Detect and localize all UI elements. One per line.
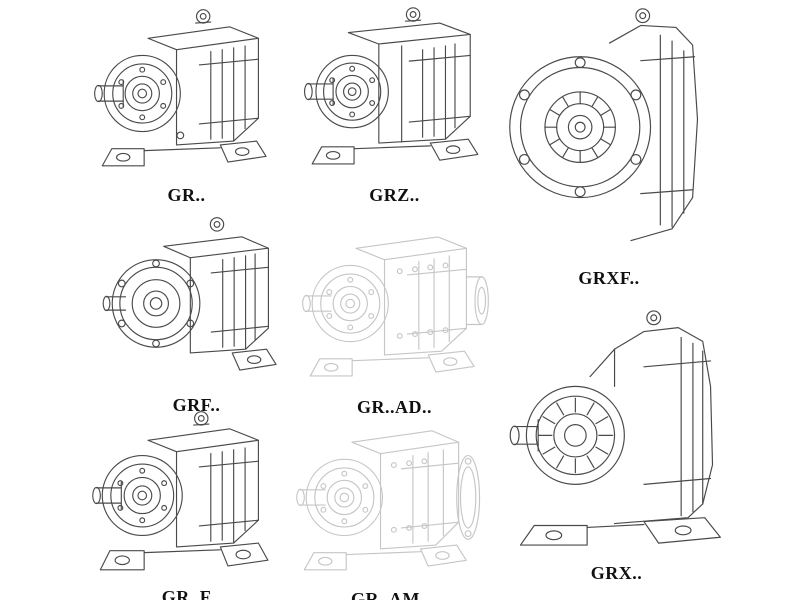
- mounting-feet: [99, 542, 269, 571]
- input-shaft: [91, 481, 122, 510]
- input-shaft: [303, 77, 334, 106]
- mounting-feet: [303, 544, 467, 571]
- foot-mounted-gear-unit-f-drawing: [91, 411, 269, 571]
- cell-gr-am: GR..AM..: [288, 406, 493, 600]
- flange-mounted-gear-unit-drawing: [102, 217, 277, 371]
- mounting-feet: [101, 140, 267, 167]
- gear-body: [588, 327, 713, 525]
- cell-gr-ad: GR..AD..: [292, 214, 497, 418]
- input-shaft: [509, 419, 539, 452]
- bearing-housing: [311, 264, 389, 343]
- label-grz: GRZ..: [369, 185, 420, 205]
- gear-body: [350, 430, 459, 550]
- bearing-housing: [525, 385, 625, 485]
- mounting-feet: [519, 517, 721, 546]
- motor-mounting-flange: [455, 454, 480, 540]
- large-foot-mounted-grx-drawing: [509, 310, 721, 546]
- foot-mounted-gear-unit-drawing: [93, 9, 267, 167]
- foot-mounted-gear-unit-z-drawing: [303, 7, 478, 165]
- label-grf: GRF..: [172, 395, 221, 415]
- cell-grf: GRF..: [94, 212, 299, 416]
- mounting-feet: [231, 348, 277, 371]
- label-gr-ad: GR..AD..: [357, 397, 432, 417]
- input-shaft: [102, 295, 126, 312]
- label-grx: GRX..: [590, 563, 643, 583]
- gear-body: [608, 24, 699, 242]
- flange-mounted-grx-drawing: [509, 8, 699, 242]
- gear-unit-with-motor-flange-drawing: [295, 430, 480, 571]
- gear-unit-with-input-adapter-drawing: [301, 236, 489, 377]
- gear-body: [162, 236, 269, 354]
- hub-and-shaft-end: [544, 91, 616, 163]
- gear-body: [347, 22, 471, 144]
- cell-grxf: GRXF..: [492, 2, 726, 289]
- mounting-feet: [311, 138, 478, 165]
- label-grxf: GRXF..: [578, 268, 640, 288]
- mounting-flange: [111, 259, 200, 348]
- output-shaft: [295, 488, 326, 507]
- mounting-feet: [309, 350, 475, 377]
- gear-body: [354, 236, 467, 356]
- cell-grz: GRZ..: [292, 4, 497, 206]
- eyebolt-icon: [645, 310, 661, 326]
- cell-gr-f: GR..F: [84, 406, 289, 600]
- bearing-housing: [101, 454, 183, 537]
- eyebolt-icon: [194, 9, 211, 24]
- label-gr: GR..: [167, 185, 206, 205]
- output-shaft: [301, 294, 332, 313]
- eyebolt-icon: [635, 8, 651, 24]
- eyebolt-icon: [209, 217, 224, 232]
- bearing-housing: [305, 458, 383, 537]
- cell-gr: GR..: [84, 4, 289, 206]
- eyebolt-icon: [192, 411, 209, 426]
- label-gr-am: GR..AM..: [351, 589, 430, 600]
- input-adapter: [465, 276, 489, 326]
- mounting-flange: [509, 56, 652, 199]
- eyebolt-icon: [404, 7, 421, 22]
- bearing-housing: [314, 54, 389, 129]
- gear-body: [146, 26, 259, 146]
- cell-grx: GRX..: [494, 298, 739, 584]
- label-gr-f: GR..F: [161, 587, 212, 600]
- input-shaft: [93, 79, 124, 108]
- bearing-housing: [103, 54, 181, 133]
